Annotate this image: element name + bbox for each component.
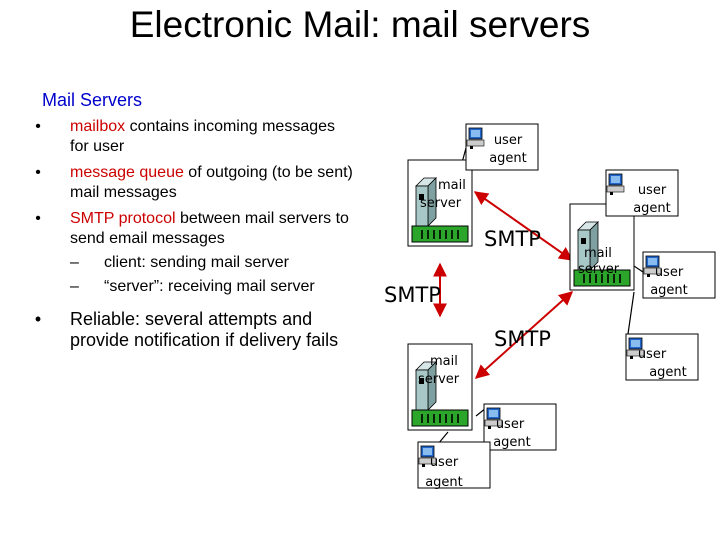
- agent-label-line1: user: [430, 455, 459, 470]
- bullet-dot: •: [35, 164, 41, 181]
- highlight-mailbox: mailbox: [70, 118, 126, 135]
- smtp-label-top: SMTP: [484, 227, 541, 251]
- arrow-server1-server2: [473, 191, 574, 261]
- mail-server-2: mail server: [569, 203, 635, 291]
- user-agent-4: user agent: [625, 333, 699, 381]
- bullet-list: • mailbox contains incoming messages for …: [28, 117, 358, 357]
- link-server2-agent-right: [633, 265, 644, 273]
- agent-label-line1: user: [638, 183, 667, 198]
- sub-text: “server”: receiving mail server: [104, 278, 315, 295]
- bullet-dot: •: [35, 210, 41, 227]
- sub-text: client: sending mail server: [104, 254, 289, 271]
- highlight-message-queue: message queue: [70, 164, 184, 181]
- bullet-dot: •: [34, 309, 42, 329]
- highlight-smtp-protocol: SMTP protocol: [70, 210, 176, 227]
- sub-bullet-server: – “server”: receiving mail server: [28, 275, 358, 299]
- mail-server-3: mail server: [407, 343, 473, 431]
- server-label-line1: mail: [584, 246, 612, 261]
- sub-dash: –: [70, 254, 79, 271]
- bullet-text: between mail servers to send email messa…: [70, 210, 349, 247]
- bullet-text: contains incoming messages for user: [70, 118, 336, 155]
- sub-bullet-client: – client: sending mail server: [28, 251, 358, 275]
- server-label-line2: server: [578, 262, 620, 277]
- bullet-mailbox: • mailbox contains incoming messages for …: [28, 117, 358, 157]
- user-agent-3: user agent: [642, 251, 716, 299]
- agent-label-line2: agent: [425, 475, 463, 490]
- bullet-message-queue: • message queue of outgoing (to be sent) …: [28, 163, 358, 203]
- arrow-server3-server2: [474, 291, 574, 379]
- user-agent-6: user agent: [417, 441, 491, 490]
- user-agent-5: user agent: [483, 403, 557, 451]
- section-label: Mail Servers: [42, 90, 143, 110]
- sub-dash: –: [70, 278, 79, 295]
- bullet-text: of outgoing (to be sent) mail messages: [70, 164, 353, 201]
- smtp-label-bottom: SMTP: [494, 327, 551, 351]
- bullet-text: Reliable: several attempts and provide n…: [70, 309, 339, 350]
- link-server2-agent-bottom: [627, 291, 635, 335]
- agent-label-line2: agent: [493, 435, 531, 450]
- bullet-dot: •: [35, 118, 41, 135]
- server-label-line1: mail: [430, 354, 458, 369]
- mail-server-1: mail server: [407, 159, 473, 247]
- server-label-line1: mail: [438, 178, 466, 193]
- bullet-reliable: • Reliable: several attempts and provide …: [28, 309, 358, 351]
- slide-title: Electronic Mail: mail servers: [129, 4, 591, 45]
- server-label-line2: server: [418, 372, 460, 387]
- smtp-arrows: [433, 191, 574, 379]
- agent-label-line1: user: [494, 133, 523, 148]
- agent-label-line1: user: [496, 417, 525, 432]
- agent-label-line2: agent: [649, 365, 687, 380]
- agent-label-line1: user: [638, 347, 667, 362]
- bullet-smtp-protocol: • SMTP protocol between mail servers to s…: [28, 209, 358, 249]
- agent-label-line2: agent: [489, 151, 527, 166]
- agent-label-line2: agent: [650, 283, 688, 298]
- agent-label-line2: agent: [633, 201, 671, 216]
- agent-label-line1: user: [655, 265, 684, 280]
- server-label-line2: server: [420, 196, 462, 211]
- user-agent-1: user agent: [465, 123, 539, 171]
- smtp-label-left: SMTP: [384, 283, 441, 307]
- user-agent-2: user agent: [605, 169, 679, 217]
